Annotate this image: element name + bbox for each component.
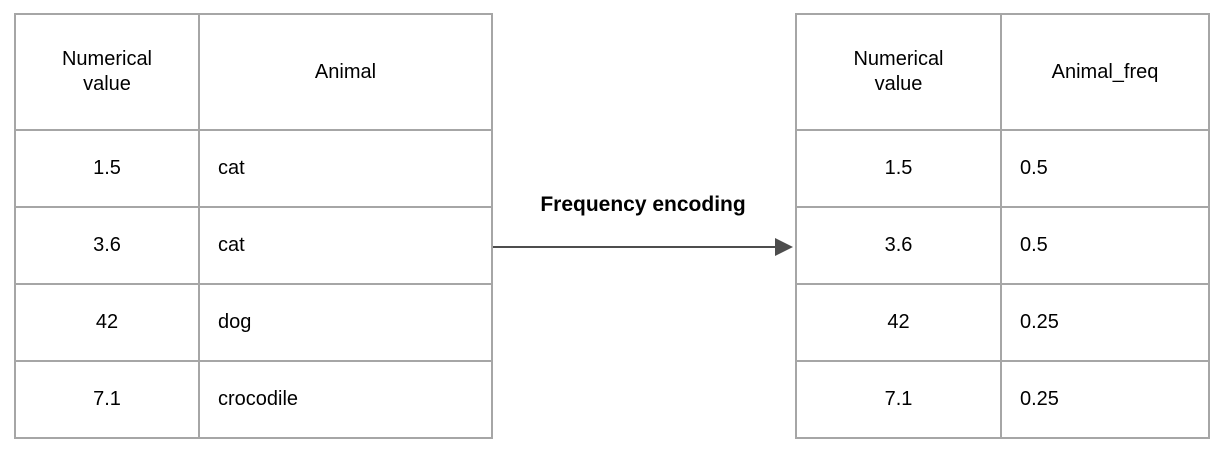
numerical-value-cell: 1.5 (795, 129, 1002, 208)
table-row: 7.1 crocodile (14, 360, 493, 439)
animal-cell: dog (198, 283, 493, 362)
original-table: Numerical value Animal 1.5 cat 3.6 cat 4… (14, 13, 493, 439)
encoded-table: Numerical value Animal_freq 1.5 0.5 3.6 … (795, 13, 1210, 439)
transform-label: Frequency encoding (540, 193, 746, 216)
column-header-numerical-value: Numerical value (14, 13, 200, 131)
animal-freq-cell: 0.5 (1000, 129, 1210, 208)
column-header-animal-freq: Animal_freq (1000, 13, 1210, 131)
column-header-animal: Animal (198, 13, 493, 131)
table-row: 3.6 0.5 (795, 206, 1210, 285)
arrow-line (493, 246, 776, 248)
numerical-value-cell: 3.6 (14, 206, 200, 285)
table-header-row: Numerical value Animal (14, 13, 493, 131)
animal-cell: cat (198, 206, 493, 285)
table-row: 1.5 cat (14, 129, 493, 208)
animal-freq-cell: 0.25 (1000, 360, 1210, 439)
animal-cell: crocodile (198, 360, 493, 439)
table-row: 42 dog (14, 283, 493, 362)
numerical-value-cell: 3.6 (795, 206, 1002, 285)
animal-cell: cat (198, 129, 493, 208)
column-header-numerical-value: Numerical value (795, 13, 1002, 131)
numerical-value-cell: 42 (14, 283, 200, 362)
arrow-right-icon (775, 238, 793, 256)
numerical-value-cell: 1.5 (14, 129, 200, 208)
table-row: 1.5 0.5 (795, 129, 1210, 208)
table-row: 42 0.25 (795, 283, 1210, 362)
numerical-value-cell: 42 (795, 283, 1002, 362)
animal-freq-cell: 0.5 (1000, 206, 1210, 285)
animal-freq-cell: 0.25 (1000, 283, 1210, 362)
table-row: 3.6 cat (14, 206, 493, 285)
table-row: 7.1 0.25 (795, 360, 1210, 439)
table-header-row: Numerical value Animal_freq (795, 13, 1210, 131)
numerical-value-cell: 7.1 (14, 360, 200, 439)
numerical-value-cell: 7.1 (795, 360, 1002, 439)
